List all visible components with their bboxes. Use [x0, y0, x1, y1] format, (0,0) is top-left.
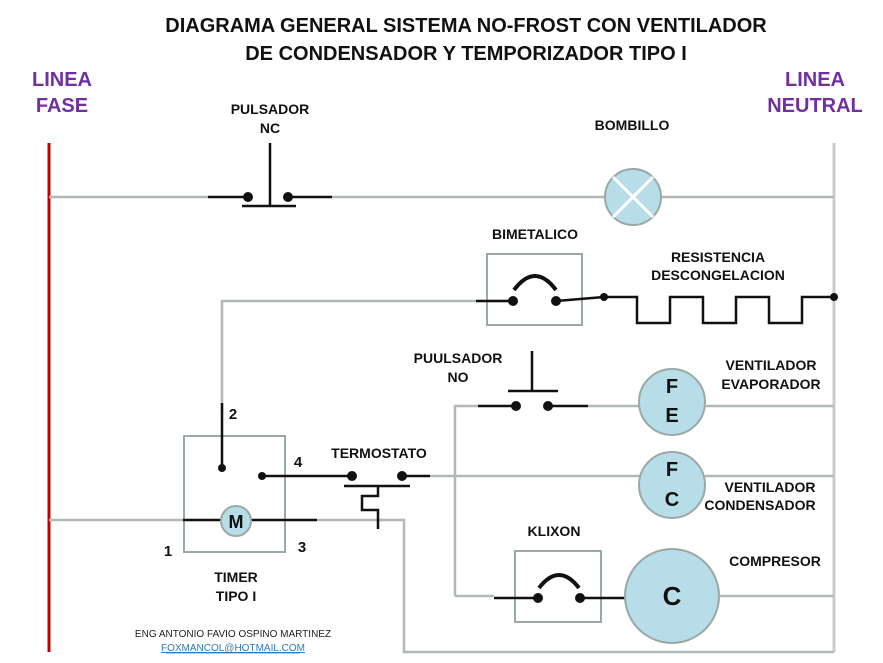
ventilador-condensador-label-2: CONDENSADOR: [704, 497, 815, 513]
terminal-2-label: 2: [229, 406, 237, 423]
author-email-link[interactable]: FOXMANCOL@HOTMAIL.COM: [161, 643, 305, 654]
neutral-label-1: LINEA: [785, 69, 845, 91]
fase-label-1: LINEA: [32, 69, 92, 91]
resistencia-label-2: DESCONGELACION: [651, 267, 785, 283]
bimetalico-label: BIMETALICO: [492, 226, 578, 242]
ventilador-evaporador-label-1: VENTILADOR: [726, 357, 817, 373]
pulsador-no-label-2: NO: [448, 369, 469, 385]
terminal-3-label: 3: [298, 539, 306, 556]
compresor-label: COMPRESOR: [729, 553, 821, 569]
ventilador-evaporador-fan-icon: [638, 368, 706, 436]
ventilador-evaporador-label-2: EVAPORADOR: [721, 376, 820, 392]
title-line-2: DE CONDENSADOR Y TEMPORIZADOR TIPO I: [245, 43, 687, 65]
klixon-contact: [494, 573, 626, 603]
timer-motor-letter: M: [229, 512, 244, 532]
terminal-4-label: 4: [294, 454, 303, 471]
fan-cond-letter-f: F: [666, 459, 678, 481]
fan-evap-letter-e: E: [665, 405, 678, 427]
bombillo-label: BOMBILLO: [595, 117, 670, 133]
author-credit: ENG ANTONIO FAVIO OSPINO MARTINEZ: [135, 629, 331, 640]
termostato-label: TERMOSTATO: [331, 445, 427, 461]
pulsador-no: [478, 351, 588, 411]
timer-label-1: TIMER: [214, 569, 258, 585]
fan-evap-letter-f: F: [666, 376, 678, 398]
resistencia-label-1: RESISTENCIA: [671, 249, 765, 265]
pulsador-nc-label-2: NC: [260, 120, 280, 136]
pulsador-no-label-1: PUULSADOR: [414, 350, 503, 366]
ventilador-condensador-fan-icon: [638, 451, 706, 519]
pulsador-nc-label-1: PULSADOR: [231, 101, 310, 117]
timer-motor-icon: [220, 505, 252, 537]
neutral-label-2: NEUTRAL: [767, 95, 863, 117]
pulsador-nc: [208, 143, 332, 208]
klixon-box: [514, 550, 602, 623]
title-line-1: DIAGRAMA GENERAL SISTEMA NO-FROST CON VE…: [165, 15, 767, 37]
ventilador-condensador-label-1: VENTILADOR: [725, 479, 816, 495]
resistencia-symbol: [604, 295, 834, 325]
bimetalico-box: [486, 253, 583, 326]
fan-cond-letter-c: C: [665, 489, 679, 511]
bimetalico-contact: [476, 274, 605, 306]
bombillo-lamp-icon: [604, 168, 662, 226]
klixon-label: KLIXON: [528, 523, 581, 539]
timer-box: [183, 435, 286, 553]
terminal-1-label: 1: [164, 543, 172, 560]
fase-label-2: FASE: [36, 95, 88, 117]
termostato-switch: [344, 471, 430, 529]
compressor-letter: C: [663, 581, 682, 611]
timer-label-2: TIPO I: [216, 588, 256, 604]
